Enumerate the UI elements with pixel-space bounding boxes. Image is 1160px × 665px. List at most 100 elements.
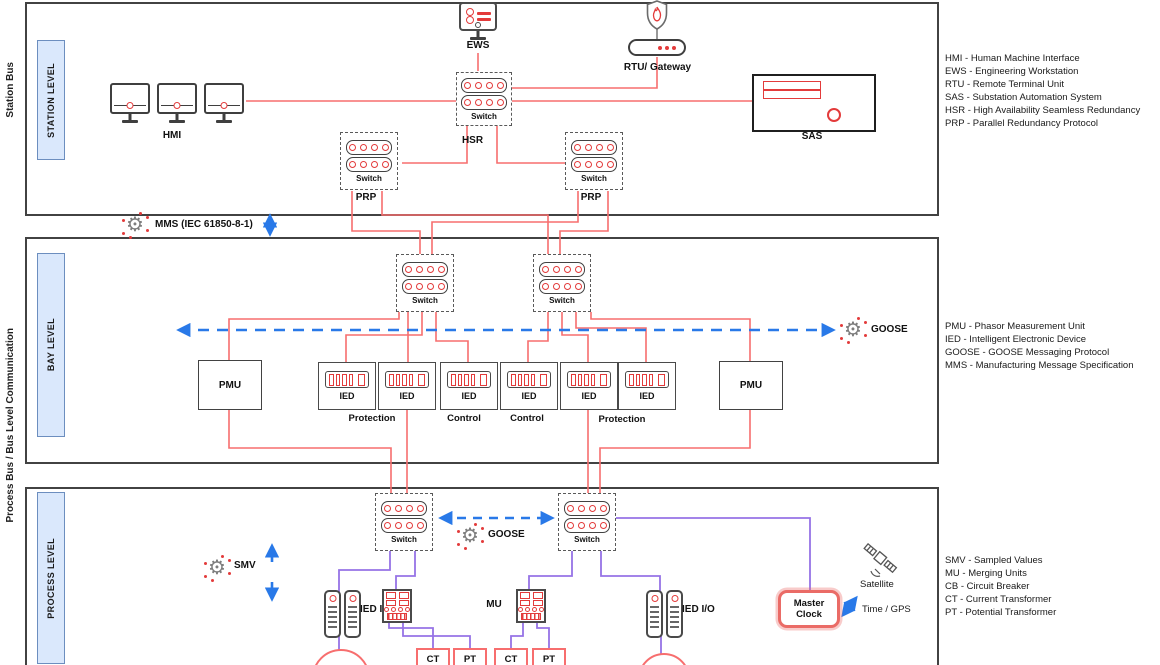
ied-node: IED [618,362,676,410]
smv-label: SMV [234,560,256,571]
legend-line: CT - Current Transformer [945,594,1052,605]
prp-switch-left: Switch [340,132,398,190]
ied-group-label: Protection [348,413,396,424]
prp-left-label: PRP [355,192,377,203]
switch-ports-row [346,156,392,172]
prp-right-label: PRP [580,192,602,203]
legend-line: SAS - Substation Automation System [945,92,1102,103]
hmi-monitor-icon [110,83,150,129]
ied-node: IED [500,362,558,410]
gear-icon: ⚙ [126,214,144,236]
switch-label: Switch [356,173,382,183]
ied-group-label: Control [510,413,544,424]
switch-label: Switch [391,534,417,544]
gear-icon: ⚙ [461,525,479,547]
legend-line: PRP - Parallel Redundancy Protocol [945,118,1098,129]
ied-device-icon [325,371,369,388]
transformer-box: PT [532,648,566,665]
ied-device-icon [625,371,669,388]
switch-ports-row [564,500,610,516]
switch-ports-row [564,517,610,533]
hmi-monitor-icon [157,83,197,129]
switch-label: Switch [574,534,600,544]
satellite-icon [863,543,898,577]
process-level-text: PROCESS LEVEL [46,537,56,619]
switch-ports-row [461,94,507,110]
ied-label: IED [521,391,537,401]
ied-io-rack-icon [324,590,361,638]
bay-switch-left: Switch [396,254,454,312]
sas-server-icon [752,74,876,132]
legend-line: HSR - High Availability Seamless Redunda… [945,105,1141,116]
process-bus-text: Process Bus / Bus Level Communication [4,327,16,523]
sas-label: SAS [801,131,823,142]
ied-device-icon [567,371,611,388]
ied-node: IED [318,362,376,410]
legend-line: HMI - Human Machine Interface [945,53,1080,64]
ied-node: IED [440,362,498,410]
ied-group-label: Protection [598,414,646,425]
ied-label: IED [461,391,477,401]
firewall-shield-icon [646,0,668,30]
ied-device-icon [447,371,491,388]
process-legend: SMV - Sampled Values MU - Merging Units … [945,554,1056,619]
ied-node: IED [560,362,618,410]
ied-group-label: Control [447,413,481,424]
station-bus-text: Station Bus [4,62,16,118]
switch-ports-row [571,156,617,172]
bay-level-text: BAY LEVEL [46,318,56,372]
legend-line: MU - Merging Units [945,568,1027,579]
bay-level-box [25,237,939,464]
ied-io-rack-icon [646,590,683,638]
legend-line: PT - Potential Transformer [945,607,1057,618]
switch-ports-row [346,139,392,155]
rtu-gateway-label: RTU/ Gateway [623,62,692,73]
mu-device-icon [382,589,412,623]
goose-process-label: GOOSE [488,529,525,540]
ied-label: IED [339,391,355,401]
legend-line: CB - Circuit Breaker [945,581,1030,592]
switch-ports-row [539,278,585,294]
switch-ports-row [381,500,427,516]
transformer-box: PT [453,648,487,665]
switch-label: Switch [412,295,438,305]
goose-bay-label: GOOSE [871,324,908,335]
switch-ports-row [461,77,507,93]
mu-label: MU [486,599,502,610]
station-level-text: STATION LEVEL [46,62,56,138]
ied-device-icon [507,371,551,388]
legend-line: RTU - Remote Terminal Unit [945,79,1064,90]
switch-label: Switch [471,111,497,121]
satellite-label: Satellite [860,579,894,590]
station-bus-axis-label: Station Bus [0,45,20,135]
legend-line: MMS - Manufacturing Message Specificatio… [945,360,1134,371]
switch-ports-row [571,139,617,155]
time-gps-label: Time / GPS [862,604,911,615]
station-level-tag: STATION LEVEL [37,40,65,160]
switch-ports-row [402,278,448,294]
station-central-switch: Switch [456,72,512,126]
process-switch-left: Switch [375,493,433,551]
hsr-label: HSR [461,135,484,146]
switch-label: Switch [549,295,575,305]
ews-icon [459,2,497,46]
bay-level-tag: BAY LEVEL [37,253,65,437]
process-bus-axis-label: Process Bus / Bus Level Communication [0,260,20,590]
switch-ports-row [539,261,585,277]
master-clock-node: Master Clock [778,590,840,628]
legend-line: IED - Intelligent Electronic Device [945,334,1086,345]
hmi-monitor-icon [204,83,244,129]
transformer-box: CT [494,648,528,665]
ied-io-left-label: IED I/O [360,604,393,615]
hmi-label: HMI [162,130,182,141]
process-level-tag: PROCESS LEVEL [37,492,65,664]
ied-label: IED [399,391,415,401]
prp-switch-right: Switch [565,132,623,190]
gear-icon: ⚙ [208,557,226,579]
ied-device-icon [385,371,429,388]
process-switch-right: Switch [558,493,616,551]
transformer-box: CT [416,648,450,665]
switch-label: Switch [581,173,607,183]
